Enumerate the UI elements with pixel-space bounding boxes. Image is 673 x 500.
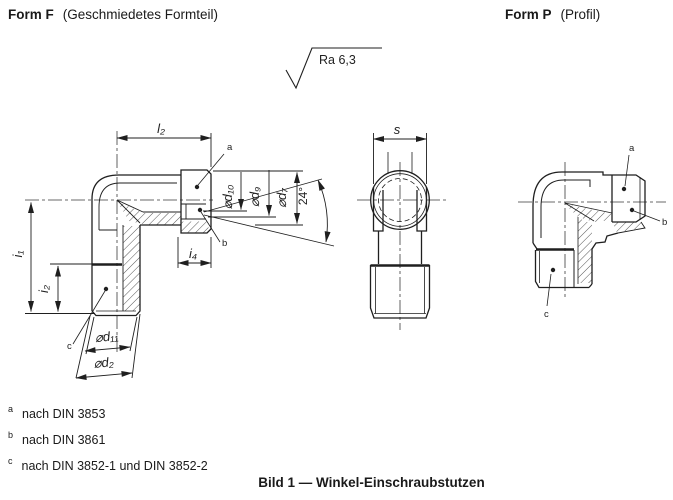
dim-l2: l₂	[157, 121, 165, 136]
footnote-b: b nach DIN 3861	[8, 425, 208, 451]
side-view-centerlines	[357, 162, 447, 330]
form-f-view: l₂ ⌀d₁₀ ⌀d₉ ⌀d₇ 24° i₄ i₁ i₂ ⌀d₁₁ ⌀d₂ a …	[10, 121, 335, 381]
ref-a: a	[629, 143, 635, 154]
dim-d7: ⌀d₇	[274, 188, 289, 208]
form-p-label: Form P	[505, 7, 552, 22]
dim-d11: ⌀d₁₁	[94, 328, 119, 345]
footnote-b-text: nach DIN 3861	[22, 433, 106, 448]
footnotes: a nach DIN 3853 b nach DIN 3861 c nach DIN …	[8, 399, 208, 477]
footnote-c-marker: c	[8, 456, 13, 467]
footnote-a-marker: a	[8, 404, 14, 414]
dim-cone-angle: 24°	[296, 187, 310, 205]
ref-b: b	[222, 238, 227, 249]
form-p-outline	[532, 171, 646, 289]
dim-i1: i₁	[10, 251, 25, 258]
footnote-a-text: nach DIN 3853	[22, 407, 106, 422]
form-p-leaders	[546, 154, 661, 307]
surface-finish-value: Ra 6,3	[319, 53, 356, 67]
dim-d9: ⌀d₉	[247, 187, 262, 207]
dim-d2: ⌀d₂	[93, 354, 115, 371]
form-p-centerlines	[518, 162, 666, 300]
side-view-outline	[369, 152, 431, 319]
surface-finish-symbol: Ra 6,3	[285, 47, 382, 90]
form-f-labels: l₂ ⌀d₁₀ ⌀d₉ ⌀d₇ 24° i₄ i₁ i₂ ⌀d₁₁ ⌀d₂ a …	[10, 121, 310, 371]
ref-c: c	[67, 341, 72, 352]
form-f-leaders	[72, 153, 225, 345]
form-f-heading: Form F (Geschmiedetes Formteil)	[8, 7, 218, 22]
side-view-dimensions	[373, 133, 427, 184]
ref-c: c	[544, 309, 549, 320]
side-view: s	[357, 122, 447, 330]
form-p-hatching	[565, 204, 645, 283]
form-p-desc: (Profil)	[560, 7, 601, 22]
dim-d10: ⌀d₁₀	[220, 184, 235, 209]
form-f-dimensions	[25, 133, 331, 381]
form-f-outline	[91, 169, 335, 317]
form-f-desc: (Geschmiedetes Formteil)	[62, 7, 219, 22]
footnote-c-text: nach DIN 3852-1 und DIN 3852-2	[21, 459, 208, 474]
footnote-c: c nach DIN 3852-1 und DIN 3852-2	[8, 451, 208, 477]
form-f-centerlines	[25, 131, 213, 353]
ref-b: b	[662, 217, 667, 228]
dim-s: s	[394, 122, 401, 137]
footnote-b-marker: b	[8, 430, 14, 441]
form-p-heading: Form P (Profil)	[505, 7, 600, 22]
footnote-a: a nach DIN 3853	[8, 399, 208, 425]
figure-caption: Bild 1 — Winkel-Einschraubstutzen	[258, 475, 485, 490]
dim-i2: i₂	[36, 285, 51, 293]
form-f-label: Form F	[8, 7, 54, 22]
form-p-view: a b c	[518, 143, 667, 320]
form-p-labels: a b c	[544, 143, 667, 320]
ref-a: a	[227, 142, 233, 153]
dim-i4: i₄	[189, 246, 197, 261]
